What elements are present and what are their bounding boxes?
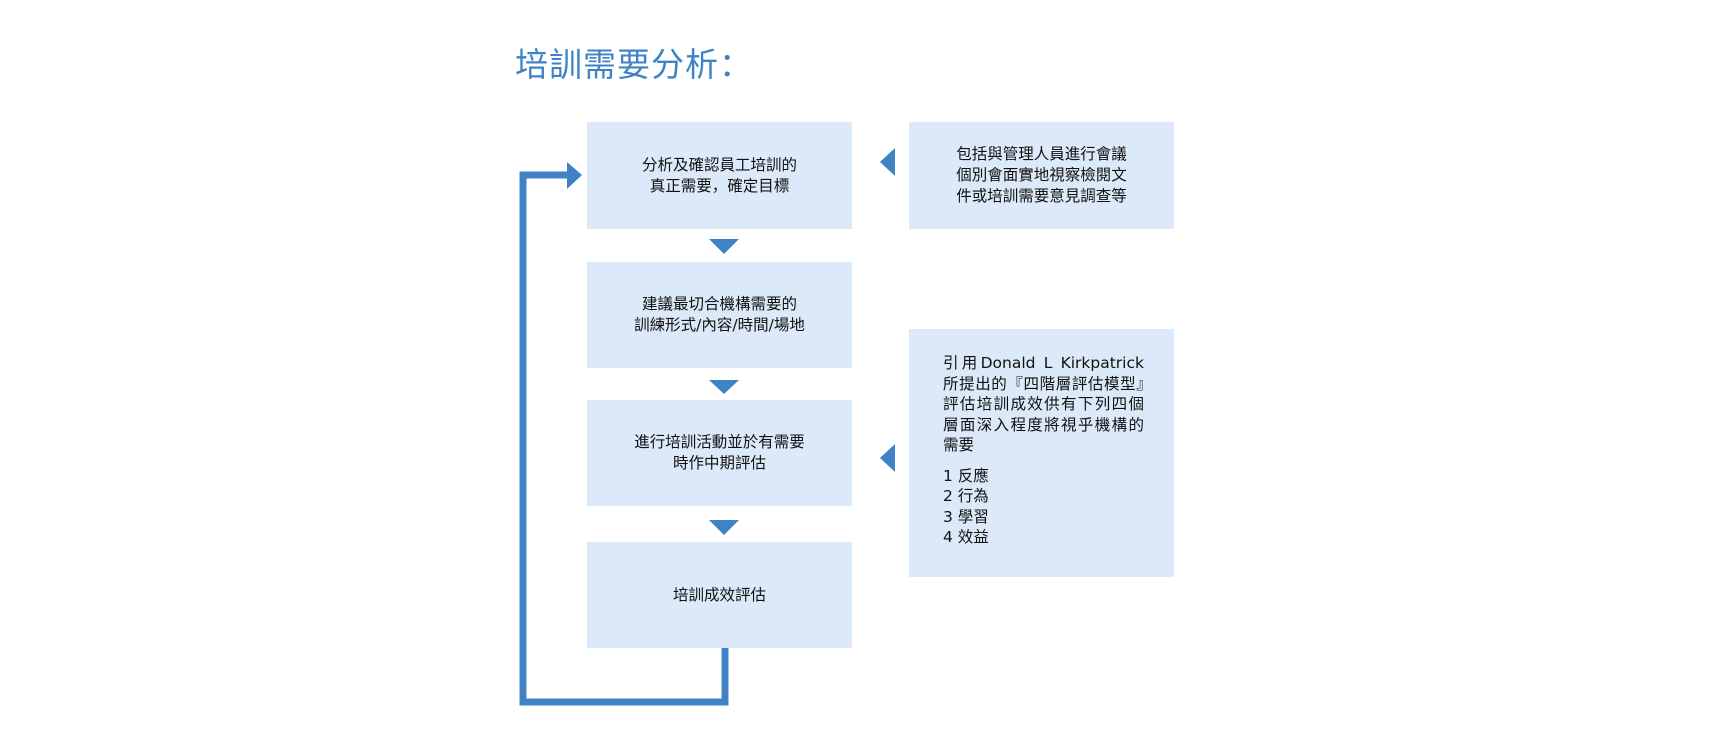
side-note-text-line: 包括與管理人員進行會議: [956, 145, 1127, 163]
step-text-line: 培訓成效評估: [672, 585, 766, 604]
arrow-down-icon: [709, 520, 739, 535]
evaluation-level-item: 2 行為: [943, 487, 989, 505]
step-box-recommend-training: 建議最切合機構需要的 訓練形式/內容/時間/場地: [587, 262, 852, 368]
evaluation-level-item: 3 學習: [943, 507, 989, 526]
step-text-line: 訓練形式/內容/時間/場地: [634, 316, 805, 334]
side-note-text-line: 件或培訓需要意見調查等: [956, 187, 1127, 205]
page-title: 培訓需要分析：: [515, 45, 753, 84]
arrow-left-icon: [880, 444, 895, 472]
step-text-line: 分析及確認員工培訓的: [641, 155, 797, 174]
step-text-line: 建議最切合機構需要的: [641, 295, 797, 313]
feedback-loop-line: [519, 171, 729, 706]
step-box-conduct-training: 進行培訓活動並於有需要 時作中期評估: [587, 400, 852, 506]
arrow-down-icon: [709, 239, 739, 254]
step-box-evaluate-effectiveness: 培訓成效評估: [587, 542, 852, 648]
arrow-down-icon: [709, 380, 739, 394]
step-text-line: 進行培訓活動並於有需要: [634, 433, 805, 451]
evaluation-level-list: 1 反應 2 行為 3 學習 4 效益: [943, 466, 989, 548]
arrow-right-icon: [567, 162, 582, 189]
kirkpatrick-intro-text: 引用Donald L Kirkpatrick所提出的『四階層評估模型』評估培訓成…: [943, 354, 1144, 454]
evaluation-level-item: 1 反應: [943, 466, 989, 485]
step-text-line: 真正需要，確定目標: [649, 176, 790, 195]
side-note-needs-methods: 包括與管理人員進行會議 個別會面實地視察檢閱文 件或培訓需要意見調查等: [909, 122, 1174, 229]
evaluation-level-item: 4 效益: [943, 528, 989, 546]
step-text-line: 時作中期評估: [672, 454, 766, 472]
step-box-analyze-needs: 分析及確認員工培訓的 真正需要，確定目標: [587, 122, 852, 229]
side-note-kirkpatrick-model: 引用Donald L Kirkpatrick所提出的『四階層評估模型』評估培訓成…: [909, 329, 1174, 577]
side-note-text-line: 個別會面實地視察檢閱文: [956, 166, 1127, 184]
arrow-left-icon: [880, 148, 895, 176]
